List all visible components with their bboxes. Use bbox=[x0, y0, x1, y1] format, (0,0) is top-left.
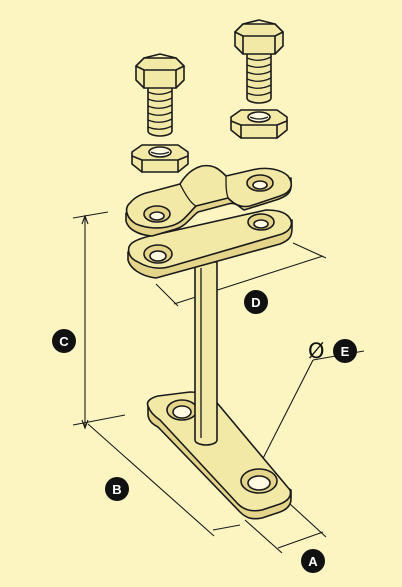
base-plate-hole-front bbox=[240, 468, 278, 494]
left-bolt-shank bbox=[147, 81, 173, 137]
dimension-c bbox=[72, 211, 126, 430]
base-plate bbox=[146, 391, 292, 520]
right-bolt-shank bbox=[246, 47, 272, 104]
upper-clamp-strap bbox=[125, 164, 293, 237]
svg-text:E: E bbox=[341, 344, 350, 359]
label-a: A bbox=[301, 549, 325, 573]
base-plate-hole-rear bbox=[166, 399, 198, 421]
dimension-e-leader bbox=[251, 350, 365, 481]
svg-text:B: B bbox=[112, 482, 121, 497]
svg-text:C: C bbox=[59, 334, 69, 349]
svg-text:D: D bbox=[251, 295, 260, 310]
right-nut-body bbox=[230, 109, 288, 139]
diameter-symbol: Ø bbox=[308, 339, 325, 363]
lower-clamp-hole-left bbox=[143, 244, 173, 264]
right-bolt-head bbox=[234, 23, 284, 55]
rod-body bbox=[194, 261, 218, 446]
label-e: Ø E bbox=[308, 339, 357, 363]
dimension-b bbox=[87, 423, 241, 537]
left-nut-body bbox=[131, 144, 189, 173]
label-d: D bbox=[244, 290, 268, 314]
left-bolt bbox=[135, 53, 185, 137]
lower-clamp-plate bbox=[127, 209, 293, 279]
upper-clamp-hole-right bbox=[246, 174, 274, 192]
dimension-a bbox=[244, 503, 327, 554]
label-b: B bbox=[105, 477, 129, 501]
support-rod bbox=[194, 261, 218, 446]
left-nut bbox=[131, 144, 189, 173]
svg-text:A: A bbox=[308, 554, 318, 569]
left-bolt-head bbox=[135, 57, 185, 89]
right-nut bbox=[230, 109, 288, 139]
upper-clamp-hole-left bbox=[143, 205, 171, 223]
label-c: C bbox=[52, 329, 76, 353]
lower-clamp-hole-right bbox=[247, 213, 275, 231]
right-bolt bbox=[234, 19, 284, 104]
